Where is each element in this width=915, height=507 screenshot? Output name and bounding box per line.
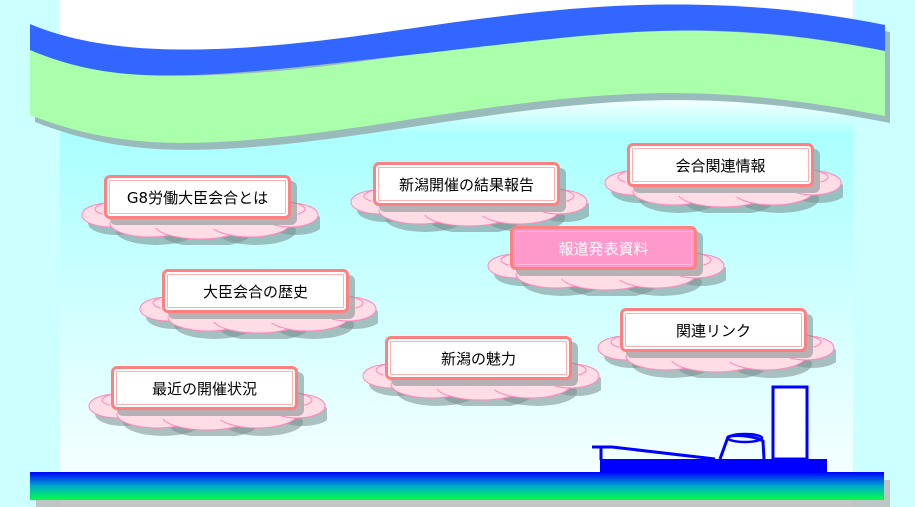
wave-blue-band [30,4,885,76]
press-releases-button[interactable]: 報道発表資料 [510,226,697,270]
ground-bar [30,472,884,500]
menu-item-related-info[interactable]: 会合関連情報 [603,143,843,243]
menu-item-about[interactable]: G8労働大臣会合とは [80,175,320,275]
menu-item-recent[interactable]: 最近の開催状況 [87,366,327,466]
wave-banner [30,4,890,150]
related-info-button[interactable]: 会合関連情報 [627,143,814,187]
history-button[interactable]: 大臣会合の歴史 [162,269,349,313]
recent-button[interactable]: 最近の開催状況 [111,366,298,410]
menu-item-links[interactable]: 関連リンク [596,308,836,408]
about-button[interactable]: G8労働大臣会合とは [104,175,291,219]
niigata-report-button[interactable]: 新潟開催の結果報告 [373,162,560,206]
wave-green-band [30,30,885,143]
menu-item-niigata-charm[interactable]: 新潟の魅力 [361,336,601,436]
menu-item-niigata-report[interactable]: 新潟開催の結果報告 [349,162,589,262]
menu-item-history[interactable]: 大臣会合の歴史 [138,269,378,369]
menu-item-press-releases[interactable]: 報道発表資料 [486,226,726,326]
niigata-charm-button[interactable]: 新潟の魅力 [385,336,572,380]
links-button[interactable]: 関連リンク [620,308,807,352]
